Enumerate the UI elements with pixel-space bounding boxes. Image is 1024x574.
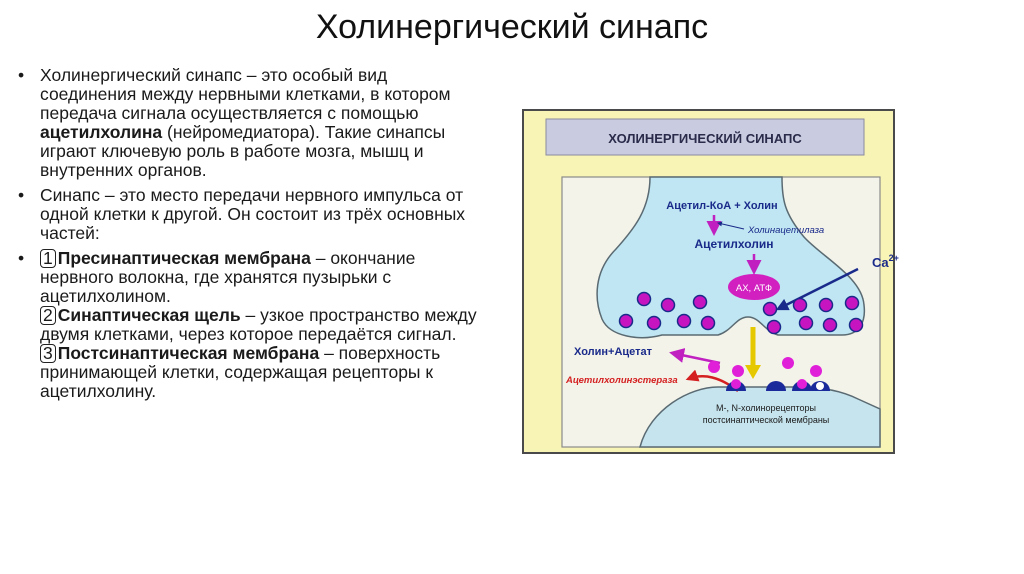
release-arrowhead <box>745 365 761 379</box>
part-title: Постсинаптическая мембрана <box>57 343 320 363</box>
diagram-header-box <box>545 118 865 156</box>
part-description: – окончание нервного волокна, где хранят… <box>40 248 416 306</box>
bullet-list: • Холинергический синапс – это особый ви… <box>18 66 488 407</box>
bullet-dot: • <box>18 185 25 205</box>
bullet-dot: • <box>18 65 25 85</box>
acetylcholine-term: ацетилхолина <box>40 122 163 142</box>
diagram-header: ХОЛИНЕРГИЧЕСКИЙ СИНАПС <box>608 131 802 146</box>
definition-text-start: Холинергический синапс – это особый вид … <box>40 65 451 123</box>
part-description: – поверхность принимающей клетки, содерж… <box>40 343 441 401</box>
synapse-text: Синапс – это место передачи нервного имп… <box>40 185 466 243</box>
definition-text-end: (нейромедиатора). Такие синапсы играют к… <box>40 122 446 180</box>
acetylcholine-label: Ацетилхолин <box>694 237 773 251</box>
synapse-diagram: ХОЛИНЕРГИЧЕСКИЙ СИНАПС Ацетил-КоА + Холи… <box>522 109 899 454</box>
released-acetylcholine <box>708 357 822 377</box>
synaptic-vesicles <box>618 291 864 335</box>
part-number: 2 <box>40 306 56 325</box>
hydrolysis-arrow <box>669 348 721 365</box>
receptors-label-line1: М-, N-холинорецепторы <box>716 403 816 413</box>
calcium-label: Ca2+ <box>872 253 899 270</box>
postsynaptic-membrane <box>639 386 881 448</box>
presynaptic-terminal <box>596 176 866 339</box>
part-title: Пресинаптическая мембрана <box>57 248 311 268</box>
bullet-dot: • <box>18 248 25 268</box>
acetyl-coa-label: Ацетил-КоА + Холин <box>666 200 777 212</box>
esterase-label: Ацетилхолинэстераза <box>565 375 678 386</box>
receptors-label-line2: постсинаптической мембраны <box>703 415 830 425</box>
calcium-arrow <box>775 267 859 311</box>
part-description: – узкое пространство между двумя клеткам… <box>40 305 477 344</box>
part-number: 1 <box>40 249 56 268</box>
cholinoreceptors <box>726 379 830 391</box>
part-title: Синаптическая щель <box>57 305 241 325</box>
ach-atp-label: АХ, АТФ <box>736 283 772 294</box>
ach-atp-vesicle <box>728 274 780 300</box>
part-number: 3 <box>40 344 56 363</box>
slide-title: Холинергический синапс <box>315 8 709 46</box>
bullet-definition: • Холинергический синапс – это особый ви… <box>18 66 488 180</box>
enzyme-pointer <box>717 221 745 230</box>
choline-acetate-label: Холин+Ацетат <box>574 346 653 358</box>
enzyme-label: Холинацетилаза <box>747 225 824 236</box>
bullet-synapse: • Синапс – это место передачи нервного и… <box>18 186 488 243</box>
